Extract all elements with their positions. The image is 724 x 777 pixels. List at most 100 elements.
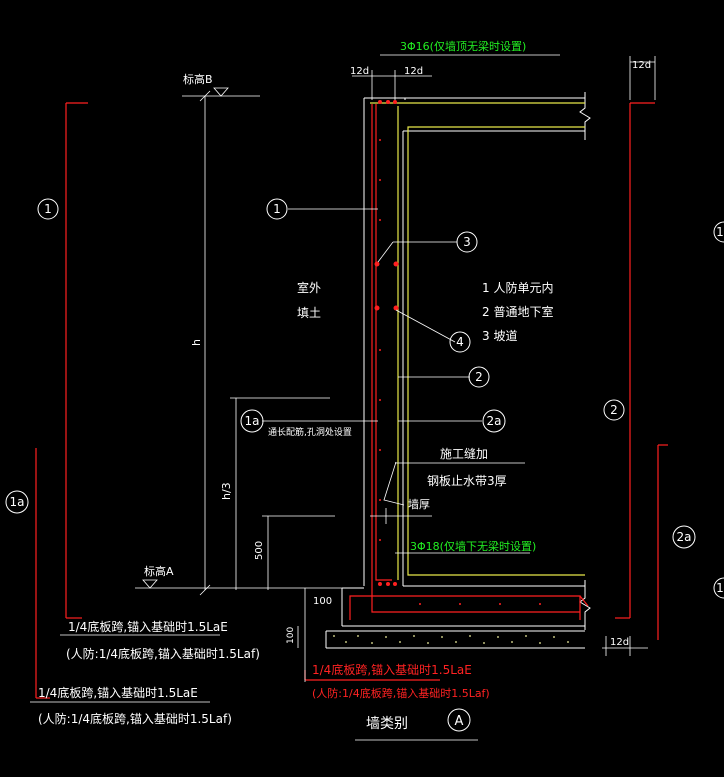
hatch-dot <box>539 642 541 644</box>
marker-3 <box>456 231 478 253</box>
mid-dot-1 <box>374 261 380 267</box>
anchor-left2-line2: (人防:1/4底板跨,锚入基础时1.5Laf) <box>38 711 232 726</box>
bot-bar-dot-2 <box>386 582 390 586</box>
hatch-dot <box>567 641 569 643</box>
marker-text-3: 3 <box>463 235 471 249</box>
dim-h-label: h <box>190 339 203 346</box>
wall-stirrup-mark <box>379 349 381 351</box>
legend-item-3: 3 坡道 <box>482 329 517 343</box>
footing-stirrup-mark <box>499 603 501 605</box>
mid-dot-2 <box>393 261 399 267</box>
marker-1a-left <box>5 490 29 514</box>
marker-text-2-right: 2 <box>610 403 618 417</box>
marker-text-1a: 1a <box>245 414 260 428</box>
wall-stirrup-marks <box>379 139 541 605</box>
top-bar-dot-1 <box>378 100 382 104</box>
marker-text-1-right-2: 1 <box>716 581 724 595</box>
dim-500-label: 500 <box>254 541 265 560</box>
elev-b-symbol <box>213 87 229 97</box>
wall-type-label: 墙类别 <box>366 716 408 732</box>
elev-b-label: 标高B <box>183 72 213 86</box>
hatch-dot <box>469 635 471 637</box>
top-bar-dot-2 <box>386 100 390 104</box>
marker-2a <box>482 409 506 433</box>
hatch-dot <box>511 641 513 643</box>
dim-h-tick-top <box>199 90 211 102</box>
hatch-dot <box>455 641 457 643</box>
dim-100-a: 100 <box>313 596 332 607</box>
rebar-dots <box>374 100 399 586</box>
elev-a-label: 标高A <box>144 564 174 578</box>
outside-fill-line2: 填土 <box>297 306 321 320</box>
marker-2-right <box>603 399 625 421</box>
dim-h3-label: h/3 <box>220 482 233 500</box>
marker-1-left <box>37 198 59 220</box>
footing-bottom-bar <box>349 595 581 620</box>
marker-texts: 1 1 3 4 2 2a 1a 1a 2 2a 1 1 A <box>10 202 724 729</box>
legend-item-1: 1 人防单元内 <box>482 280 553 295</box>
footing-stirrup-mark <box>539 603 541 605</box>
wall-stirrup-mark <box>379 139 381 141</box>
hatch-dot <box>441 636 443 638</box>
wall-outline <box>325 92 591 649</box>
outer-vertical-bar <box>371 104 580 613</box>
marker-text-2: 2 <box>475 370 483 384</box>
hatch-dot <box>357 635 359 637</box>
note-1a: 通长配筋,孔洞处设置 <box>268 426 352 438</box>
marker-text-2a-right: 2a <box>677 530 692 544</box>
dimension-lines <box>30 54 656 741</box>
marker-text-1-left: 1 <box>44 202 52 216</box>
leader-4 <box>395 309 456 343</box>
hatch-dot <box>525 635 527 637</box>
marker-2 <box>468 366 490 388</box>
marker-text-4: 4 <box>456 335 464 349</box>
marker-text-1-right: 1 <box>716 225 724 239</box>
anchor-red-line2: (人防:1/4底板跨,锚入基础时1.5Laf) <box>312 686 490 700</box>
marker-4 <box>449 331 471 353</box>
wall-stirrup-mark <box>379 449 381 451</box>
annotation-texts: 3Φ16(仅墙顶无梁时设置) 12d 12d 12d 12d 标高B 标高A h… <box>38 39 651 732</box>
bedding-hatch <box>333 635 569 644</box>
wall-stirrup-mark <box>379 179 381 181</box>
wall-stirrup-mark <box>379 219 381 221</box>
water-stop-line2: 钢板止水带3厚 <box>427 474 507 488</box>
dim-12d-bottom: 12d <box>610 637 629 648</box>
water-stop-leader-2 <box>383 461 405 506</box>
dim-100-b: 100 <box>286 627 296 644</box>
marker-1-inner <box>266 198 288 220</box>
hatch-dot <box>333 635 335 637</box>
hatch-dot <box>385 636 387 638</box>
footing-stirrup-mark <box>459 603 461 605</box>
footing-hook <box>579 595 589 607</box>
bot-bar-dot-1 <box>378 582 382 586</box>
marker-circles <box>5 198 724 732</box>
hatch-dot <box>345 641 347 643</box>
top-bar-dot-3 <box>393 100 397 104</box>
hatch-dot <box>413 635 415 637</box>
marker-text-2a: 2a <box>487 414 502 428</box>
elev-a-symbol <box>142 579 158 589</box>
marker-text-1-inner: 1 <box>273 202 281 216</box>
marker-2a-right <box>672 525 696 549</box>
marker-1a <box>240 409 264 433</box>
dim-12d-right: 12d <box>632 60 651 71</box>
water-stop-line1: 施工缝加 <box>440 446 488 461</box>
leader-3-kink <box>377 241 394 263</box>
break-line-top <box>579 92 591 140</box>
dim-12d-left: 12d <box>350 66 369 77</box>
marker-wall-type <box>447 708 471 732</box>
hatch-dot <box>399 641 401 643</box>
break-line-bottom <box>579 580 591 630</box>
marker-1-right <box>713 221 724 243</box>
dim-12d-mid: 12d <box>404 66 423 77</box>
hatch-dot <box>483 642 485 644</box>
marker-text-1a-left: 1a <box>10 495 25 509</box>
wall-thickness-label: 墙厚 <box>408 497 430 511</box>
hatch-dot <box>371 642 373 644</box>
dim-h-tick-bottom <box>199 584 211 596</box>
wall-type-letter: A <box>455 714 464 729</box>
wall-stirrup-mark <box>379 399 381 401</box>
wall-stirrup-mark <box>379 499 381 501</box>
top-slab-bottom-bar <box>407 126 585 576</box>
marker-leaders <box>262 208 482 422</box>
